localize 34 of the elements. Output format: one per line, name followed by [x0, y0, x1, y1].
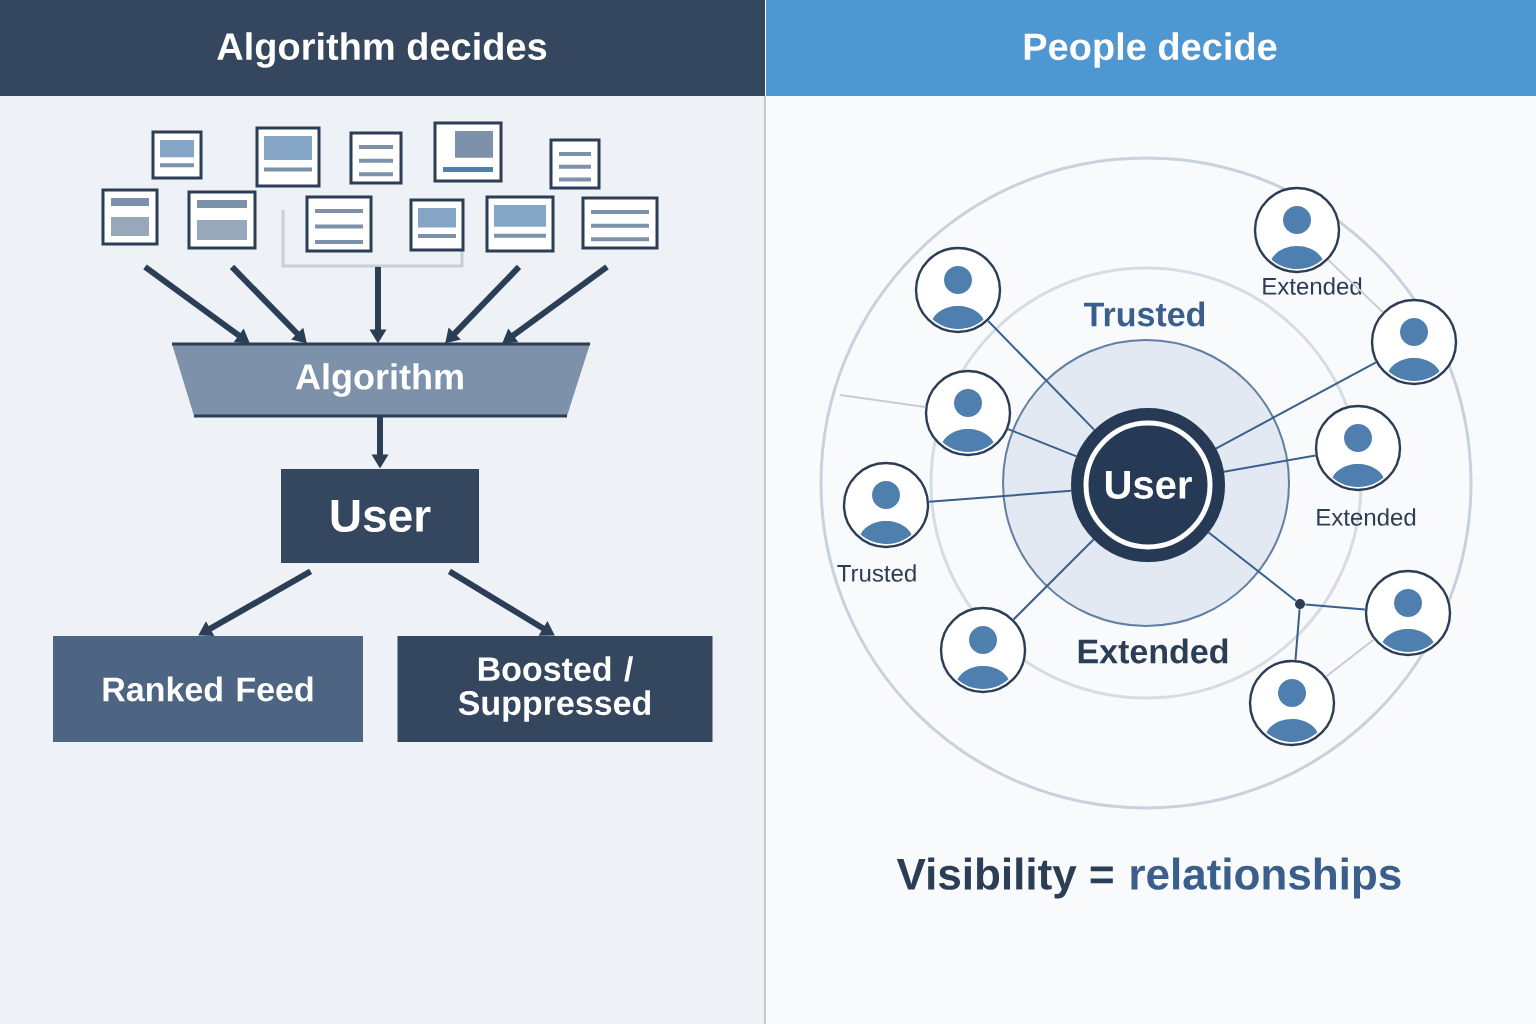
caption-text: relationships: [1131, 857, 1401, 899]
connector-line: [928, 489, 1073, 503]
person-icon: [842, 461, 930, 549]
connector-line: [987, 319, 1096, 431]
person-icon: [1253, 186, 1341, 274]
output-box: Ranked Feed: [53, 636, 363, 742]
connector-line: [1325, 638, 1375, 678]
person-icon: [939, 606, 1027, 694]
funnel-trapezoid: Algorithm: [172, 342, 590, 418]
ring-label: Trusted: [1084, 301, 1205, 327]
person-icon: [1370, 298, 1458, 386]
person-icon: [1314, 404, 1402, 492]
person-icon: [1364, 569, 1452, 657]
user-box: User: [281, 469, 479, 563]
connector-line: [1012, 538, 1095, 621]
connector-line: [1207, 531, 1297, 602]
output-box: Boosted / Suppressed: [397, 636, 713, 742]
person-icon: [1248, 659, 1336, 747]
connector-line: [1304, 603, 1366, 611]
caption-text: Visibility =: [896, 857, 1113, 899]
header-band: Algorithm decides: [0, 0, 765, 96]
header-band: People decide: [766, 0, 1536, 96]
connector-line: [1214, 361, 1377, 450]
connector-line: [1222, 454, 1317, 473]
connector-line: [1327, 258, 1384, 314]
content-cards-drawing: [101, 121, 659, 268]
ring-label: Extended: [1078, 638, 1228, 664]
connector-line: [1294, 608, 1301, 661]
person-icon: [924, 369, 1012, 457]
person-label: Extended: [1317, 508, 1416, 526]
person-icon: [914, 246, 1002, 334]
person-label: Extended: [1263, 277, 1362, 295]
person-label: Trusted: [837, 564, 916, 582]
connector-line: [1007, 428, 1078, 458]
